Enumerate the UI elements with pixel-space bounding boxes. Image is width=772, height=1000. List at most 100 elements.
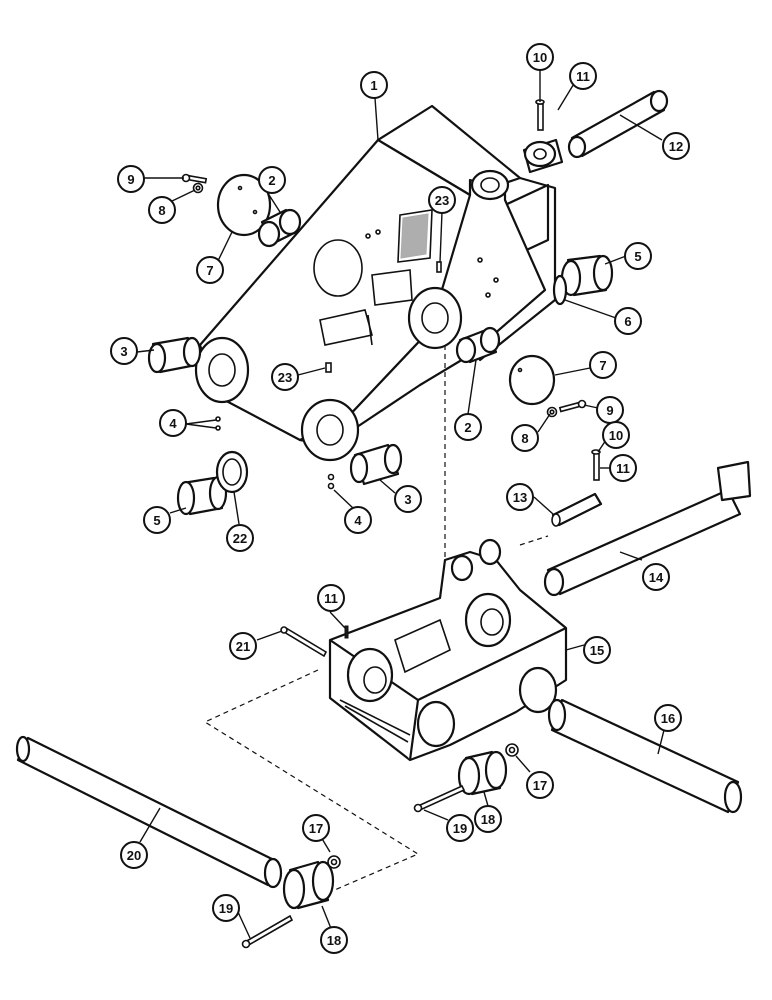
svg-text:6: 6 <box>624 314 631 329</box>
callout-2-top: 2 <box>258 166 286 194</box>
svg-text:2: 2 <box>268 173 275 188</box>
callout-18-left: 18 <box>320 926 348 954</box>
bolt-10-top <box>535 99 545 131</box>
callout-3-top: 3 <box>110 337 138 365</box>
callout-17-left: 17 <box>302 814 330 842</box>
callout-22: 22 <box>226 524 254 552</box>
callout-11-lower: 11 <box>317 584 345 612</box>
svg-text:23: 23 <box>278 370 292 385</box>
svg-text:18: 18 <box>327 933 341 948</box>
bushing-5-upper <box>560 254 614 297</box>
callout-18-right: 18 <box>474 805 502 833</box>
svg-text:4: 4 <box>354 513 362 528</box>
callout-7-bottom: 7 <box>589 351 617 379</box>
callout-10-bottom: 10 <box>602 421 630 449</box>
bolt-19-right <box>413 784 466 813</box>
svg-text:22: 22 <box>233 531 247 546</box>
svg-text:10: 10 <box>533 50 547 65</box>
lower-bracket-15 <box>328 538 568 762</box>
svg-text:19: 19 <box>453 821 467 836</box>
bolt-21 <box>280 626 328 658</box>
bushing-3-upper <box>147 336 202 374</box>
callout-8-bottom: 8 <box>511 424 539 452</box>
svg-text:9: 9 <box>127 172 134 187</box>
pin-10-lower <box>591 449 601 481</box>
callout-23-bottom: 23 <box>271 363 299 391</box>
svg-text:13: 13 <box>513 490 527 505</box>
bolt-9-upper <box>181 173 208 184</box>
nut-17-left <box>327 855 341 869</box>
svg-text:11: 11 <box>576 69 590 84</box>
svg-text:3: 3 <box>404 492 411 507</box>
callout-5-bottom: 5 <box>143 506 171 534</box>
callout-16: 16 <box>654 704 682 732</box>
callout-9-bottom: 9 <box>596 396 624 424</box>
svg-text:21: 21 <box>236 639 250 654</box>
pivot-pin-20 <box>15 735 283 889</box>
bushing-3-lower <box>349 443 403 486</box>
svg-text:9: 9 <box>606 403 613 418</box>
svg-text:18: 18 <box>481 812 495 827</box>
svg-text:12: 12 <box>669 139 683 154</box>
callout-11-top: 11 <box>569 62 597 90</box>
svg-text:1: 1 <box>370 78 377 93</box>
svg-text:7: 7 <box>206 263 213 278</box>
bushing-top <box>522 138 564 174</box>
callout-1: 1 <box>360 71 388 99</box>
svg-text:3: 3 <box>120 344 127 359</box>
callout-21: 21 <box>229 632 257 660</box>
pivot-pin-14 <box>543 460 752 597</box>
callout-2-bottom: 2 <box>454 413 482 441</box>
callout-12: 12 <box>662 132 690 160</box>
pivot-pin-16 <box>547 698 743 814</box>
collar-18-left <box>282 860 335 910</box>
bushing-2-upper <box>257 208 302 248</box>
callout-14: 14 <box>642 563 670 591</box>
grease-fitting-23-bottom <box>325 362 332 373</box>
svg-text:11: 11 <box>616 461 630 476</box>
svg-text:14: 14 <box>649 570 664 585</box>
callout-7-top: 7 <box>196 256 224 284</box>
svg-text:5: 5 <box>634 249 641 264</box>
svg-text:15: 15 <box>590 643 604 658</box>
callout-9-top: 9 <box>117 165 145 193</box>
bolt-9-lower <box>558 399 587 413</box>
bushing-2-lower <box>455 326 501 364</box>
svg-text:16: 16 <box>661 711 675 726</box>
svg-text:7: 7 <box>599 358 606 373</box>
cover-plate-7-left <box>216 173 272 237</box>
bolt-19-left <box>241 914 294 949</box>
svg-text:23: 23 <box>435 193 449 208</box>
pivot-pin-12 <box>567 89 669 159</box>
grease-fitting-4-lower <box>327 473 335 490</box>
callout-5-top: 5 <box>624 242 652 270</box>
callout-20: 20 <box>120 841 148 869</box>
svg-text:2: 2 <box>464 420 471 435</box>
thrust-ring-6 <box>552 274 568 306</box>
callout-8-top: 8 <box>148 196 176 224</box>
leader-lines <box>136 70 665 939</box>
callout-23-top: 23 <box>428 186 456 214</box>
nut-17-right <box>505 743 519 757</box>
svg-text:17: 17 <box>309 821 323 836</box>
svg-text:10: 10 <box>609 428 623 443</box>
callout-19-right: 19 <box>446 814 474 842</box>
callout-4-top: 4 <box>159 409 187 437</box>
main-frame-bracket <box>194 104 557 462</box>
callout-6: 6 <box>614 307 642 335</box>
svg-text:5: 5 <box>153 513 160 528</box>
collar-18-right <box>457 750 508 796</box>
grease-fitting-23-top <box>436 261 442 273</box>
nut-8-upper <box>192 182 204 194</box>
svg-text:19: 19 <box>219 901 233 916</box>
svg-text:8: 8 <box>521 431 528 446</box>
callout-15: 15 <box>583 636 611 664</box>
svg-text:20: 20 <box>127 848 141 863</box>
cover-plate-7-right <box>508 354 556 406</box>
pin-11-lower <box>344 625 349 639</box>
thrust-ring-22 <box>215 450 249 494</box>
callout-11-middle: 11 <box>609 454 637 482</box>
callout-19-left: 19 <box>212 894 240 922</box>
svg-text:11: 11 <box>324 591 338 606</box>
